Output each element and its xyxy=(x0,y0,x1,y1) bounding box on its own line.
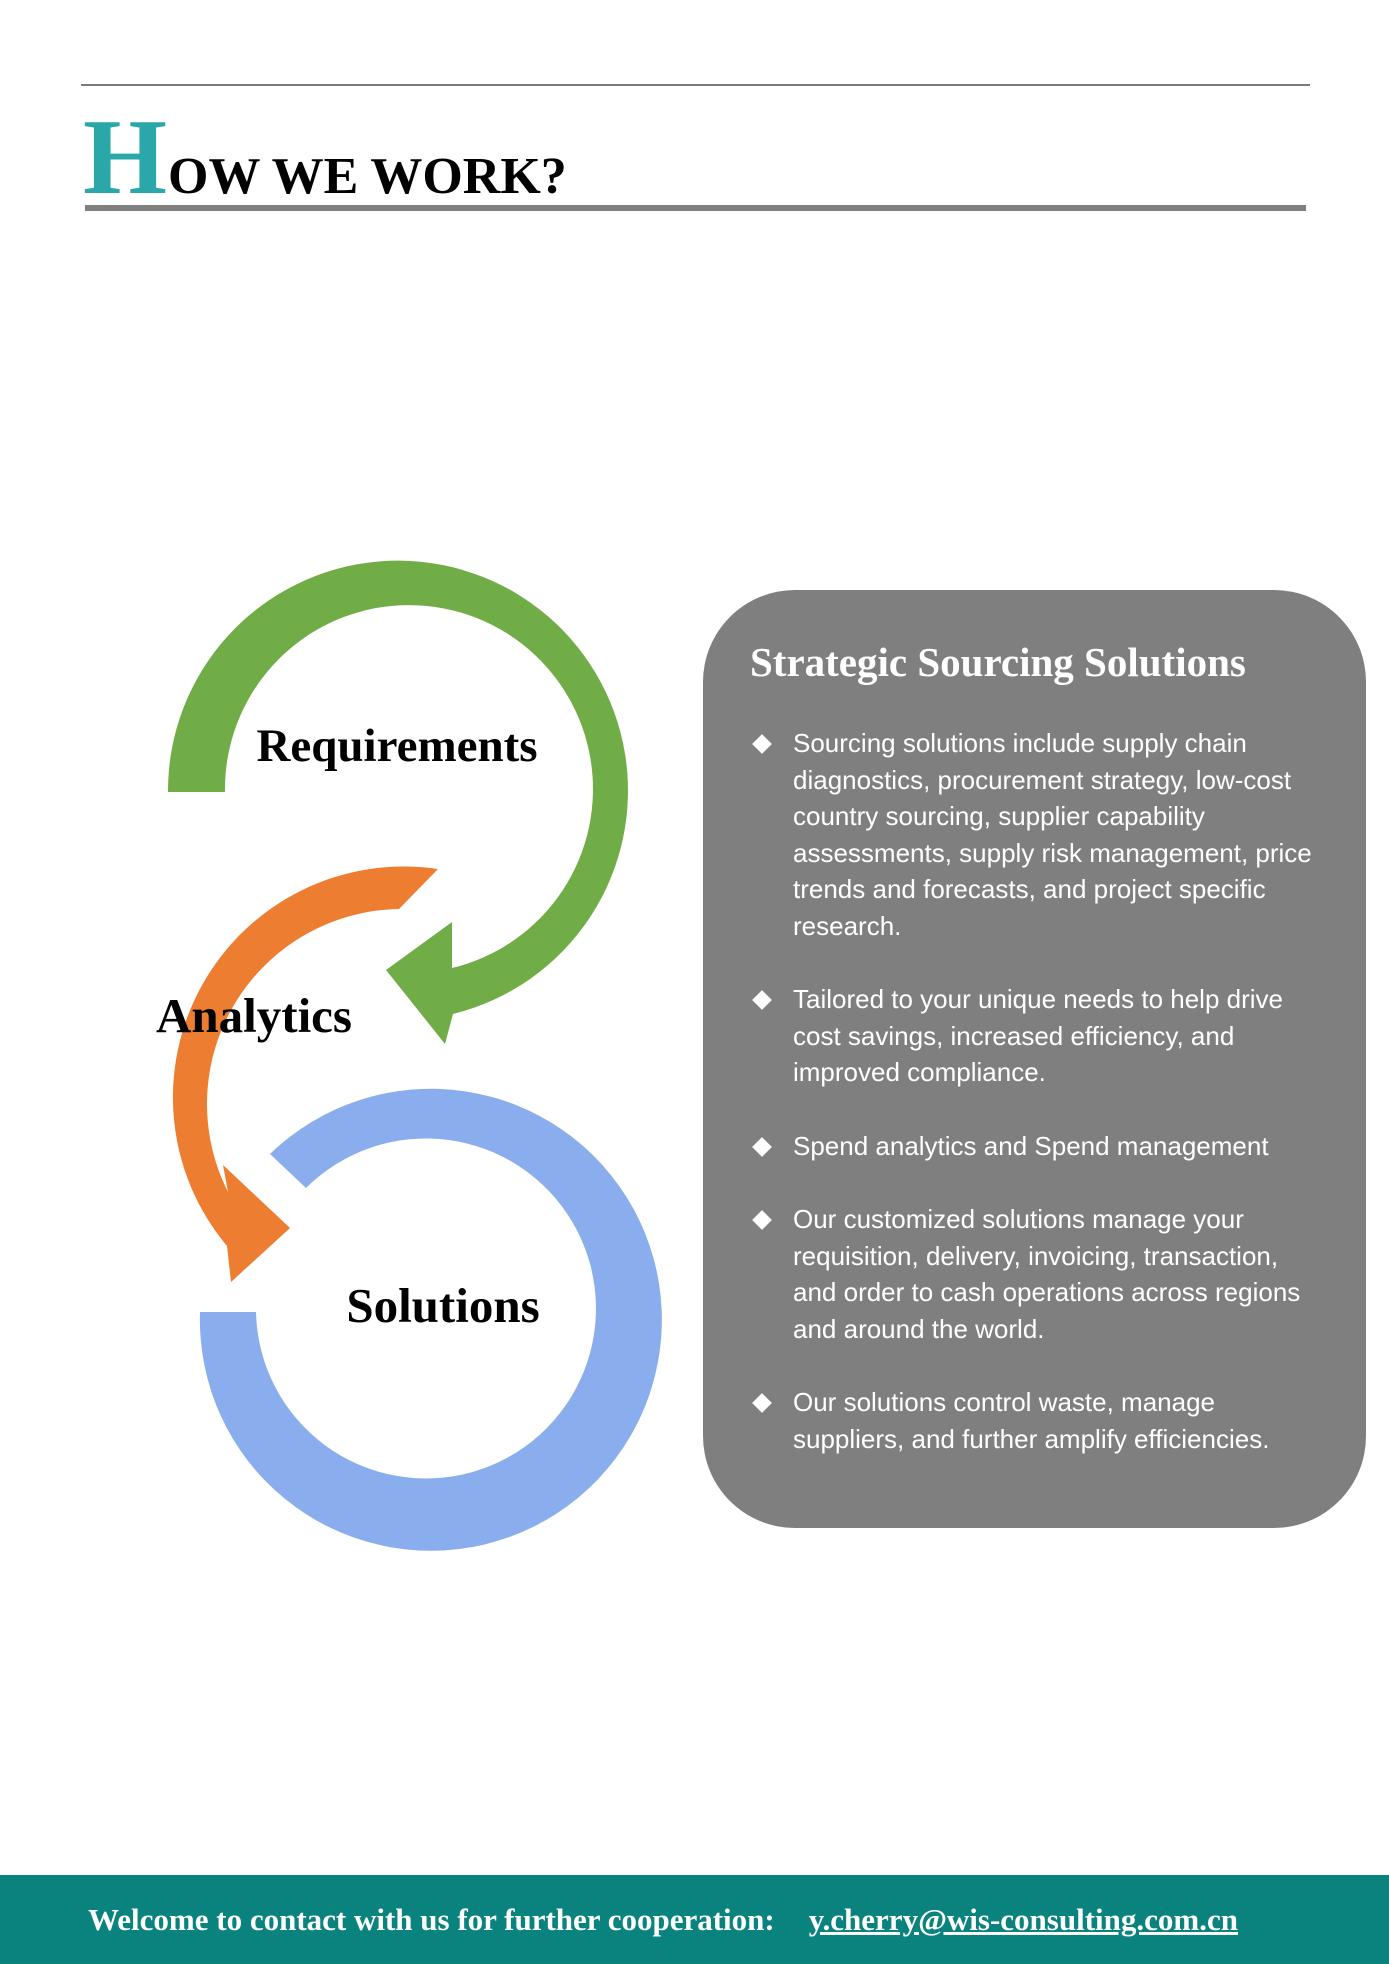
top-rule xyxy=(81,84,1310,86)
heading-initial: H xyxy=(83,98,168,217)
solutions-arrow xyxy=(199,1088,662,1551)
bullet-text: Tailored to your unique needs to help dr… xyxy=(793,984,1283,1088)
heading-title: OW WE WORK? xyxy=(168,148,567,205)
bullet-text: Our customized solutions manage your req… xyxy=(793,1204,1301,1344)
analytics-arrow xyxy=(172,866,439,1282)
diamond-icon xyxy=(752,990,772,1011)
list-item: Our solutions control waste, manage supp… xyxy=(750,1384,1326,1457)
diamond-icon xyxy=(752,734,772,755)
sourcing-solutions-panel: Strategic Sourcing Solutions Sourcing so… xyxy=(703,590,1366,1528)
bullet-text: Our solutions control waste, manage supp… xyxy=(793,1387,1270,1454)
list-item: Our customized solutions manage your req… xyxy=(750,1201,1326,1347)
page-heading: HOW WE WORK? xyxy=(83,104,1308,212)
footer-text: Welcome to contact with us for further c… xyxy=(88,1901,775,1937)
solutions-label: Solutions xyxy=(346,1278,539,1333)
contact-email-link[interactable]: y.cherry@wis-consulting.com.cn xyxy=(808,1901,1238,1937)
bullet-text: Spend analytics and Spend management xyxy=(793,1130,1269,1161)
panel-title: Strategic Sourcing Solutions xyxy=(750,639,1246,685)
diamond-icon xyxy=(752,1136,772,1157)
list-item: Spend analytics and Spend management xyxy=(750,1128,1326,1165)
contact-footer: Welcome to contact with us for further c… xyxy=(0,1875,1389,1964)
process-cycle-diagram: Requirements Analytics Solutions xyxy=(156,560,662,1551)
list-item: Sourcing solutions include supply chain … xyxy=(750,725,1326,944)
diamond-icon xyxy=(752,1393,772,1414)
list-item: Tailored to your unique needs to help dr… xyxy=(750,981,1326,1091)
requirements-label: Requirements xyxy=(256,720,537,772)
bullet-text: Sourcing solutions include supply chain … xyxy=(793,728,1312,941)
heading-underline xyxy=(85,205,1306,211)
diamond-icon xyxy=(752,1210,772,1231)
analytics-label: Analytics xyxy=(156,988,352,1043)
